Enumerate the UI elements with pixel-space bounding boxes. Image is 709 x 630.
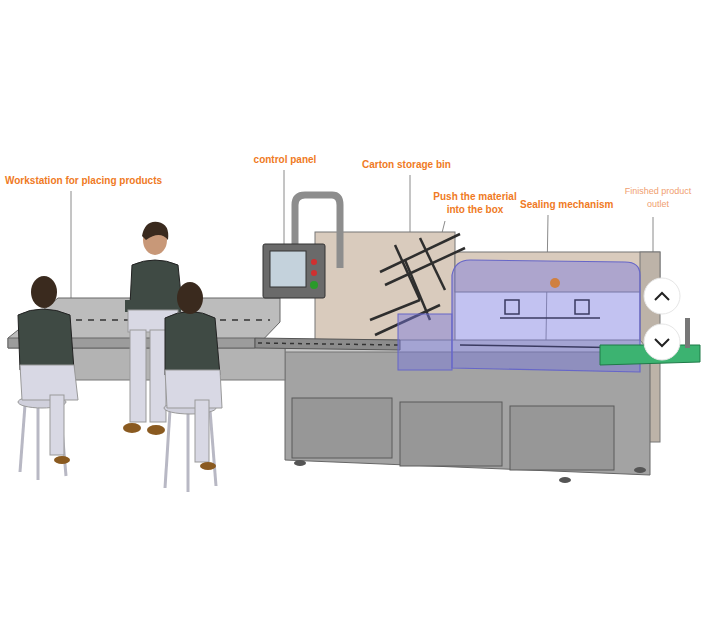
feed-conveyor: [255, 338, 400, 350]
operator: [18, 276, 78, 464]
callout-label: Workstation for placing products: [5, 174, 175, 187]
indicator: [550, 278, 560, 288]
stool: [20, 405, 216, 492]
operator: [165, 282, 222, 470]
callout-label: control panel: [240, 153, 330, 166]
button: [310, 281, 318, 289]
pusher-guard: [398, 314, 452, 370]
button: [311, 270, 317, 276]
hmi-screen: [270, 251, 306, 287]
cabinet-door: [292, 398, 392, 458]
sealing-parts: [460, 300, 635, 348]
callout-label: Finished product outlet: [618, 185, 698, 211]
cabinet-door: [400, 402, 502, 466]
machine-feet: [294, 460, 646, 483]
control-panel: [263, 244, 325, 298]
feed-chain: [258, 343, 398, 345]
callout-label: Push the material into the box: [425, 190, 525, 216]
outlet-guide: [685, 318, 690, 348]
scroll-buttons: [644, 278, 680, 360]
button: [311, 259, 317, 265]
cabinet-door: [510, 406, 614, 470]
callout-label: Sealing mechanism: [520, 198, 630, 211]
callout-label: Carton storage bin: [362, 158, 477, 171]
